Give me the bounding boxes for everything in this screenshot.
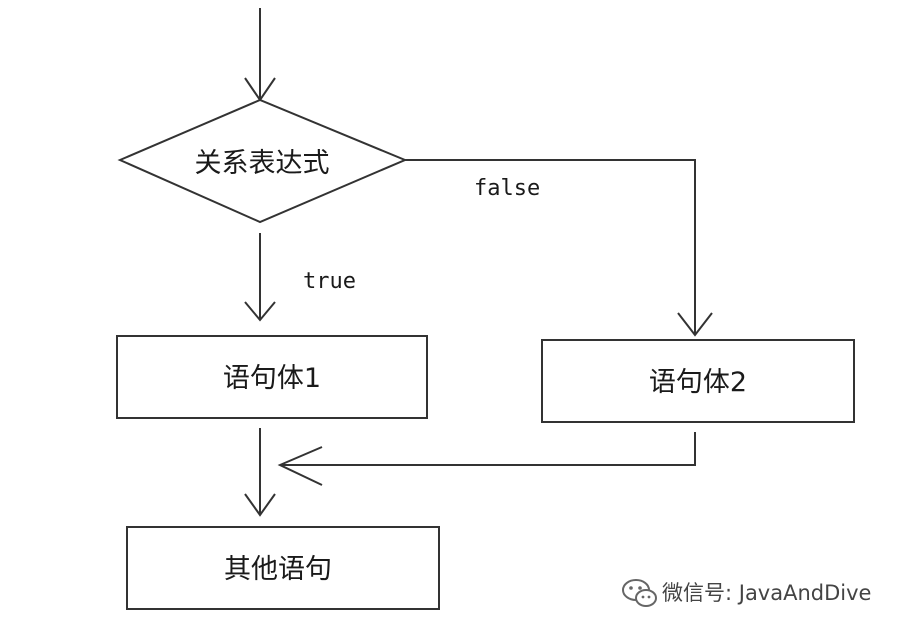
false-label: false <box>474 176 540 201</box>
watermark-text: 微信号: JavaAndDive <box>662 581 871 605</box>
statement2-label: 语句体2 <box>649 367 747 398</box>
merge-arrow-left <box>244 428 276 517</box>
false-arrow <box>405 159 713 337</box>
statement2-box: 语句体2 <box>541 339 855 423</box>
statement1-box: 语句体1 <box>116 335 428 419</box>
statement1-label: 语句体1 <box>223 363 321 394</box>
condition-label: 关系表达式 <box>195 148 330 179</box>
true-arrow <box>244 233 276 322</box>
true-label: true <box>303 269 356 294</box>
entry-arrow <box>244 8 276 102</box>
other-statements-box: 其他语句 <box>126 526 440 610</box>
condition-diamond: 关系表达式 <box>117 98 408 224</box>
watermark: 微信号: JavaAndDive <box>622 579 871 607</box>
merge-arrow-right <box>277 432 696 486</box>
other-statements-label: 其他语句 <box>224 554 332 585</box>
wechat-icon <box>622 579 657 607</box>
